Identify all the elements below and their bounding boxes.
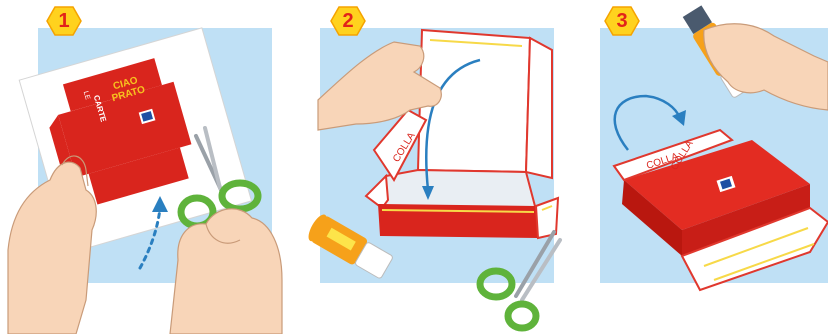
right-hand (170, 209, 282, 334)
step-3-badge: 3 (604, 6, 640, 36)
step-3-illustration (564, 0, 828, 334)
step-2-illustration (290, 0, 564, 334)
step-2-panel: COLLA 2 (290, 0, 564, 334)
step-3-panel: COLLA COLLA 3 (564, 0, 828, 334)
closed-box (614, 130, 828, 290)
hand (704, 24, 828, 110)
step-2-badge: 2 (330, 6, 366, 36)
step-2-number: 2 (330, 6, 366, 36)
step-3-number: 3 (604, 6, 640, 36)
cut-arrow (140, 196, 168, 268)
step-1-number: 1 (46, 6, 82, 36)
step-1-panel: CIAO PRATO LE CARTE 1 (0, 0, 290, 334)
step-1-badge: 1 (46, 6, 82, 36)
close-arrow (615, 96, 686, 150)
left-hand (8, 156, 96, 334)
scissors-icon (480, 232, 560, 328)
